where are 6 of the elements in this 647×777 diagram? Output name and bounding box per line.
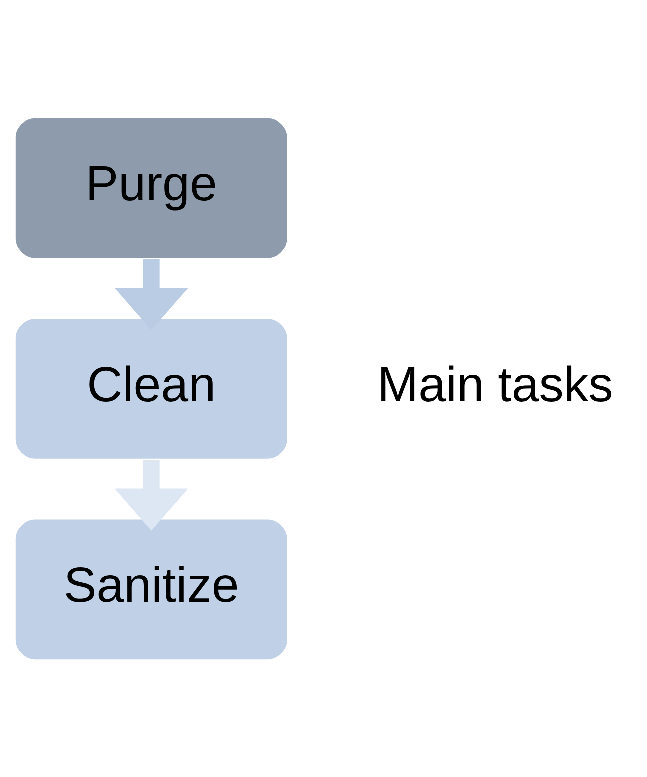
node-box: Purge <box>14 116 289 260</box>
node-box: Sanitize <box>14 518 289 661</box>
label: Main tasks <box>378 356 614 412</box>
node-box: Clean <box>14 316 289 460</box>
arrow <box>114 259 188 330</box>
arrow <box>114 460 188 530</box>
